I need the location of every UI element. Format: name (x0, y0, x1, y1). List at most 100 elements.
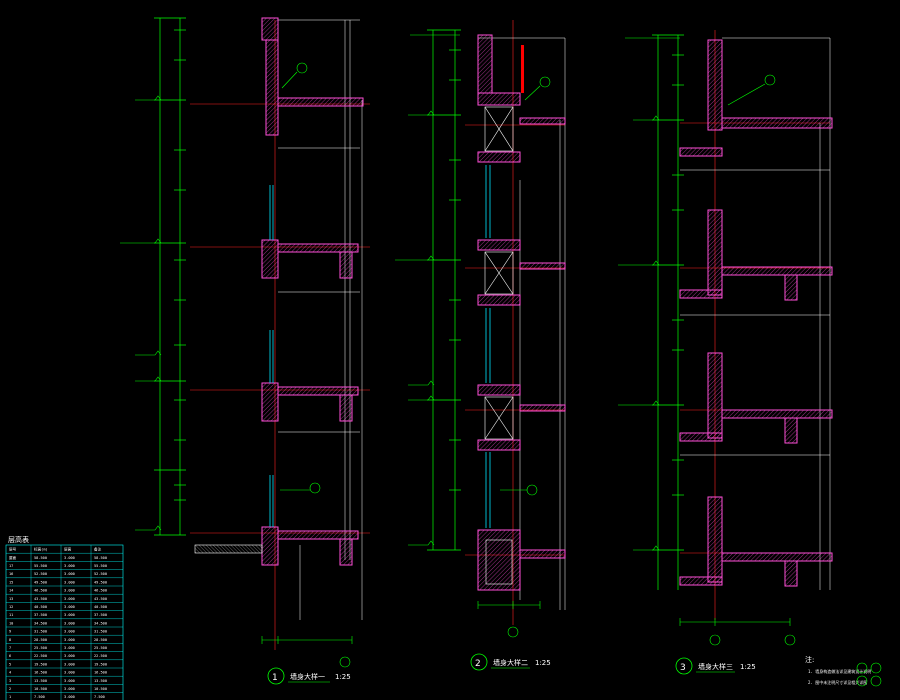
dimension-chain-left (154, 17, 186, 536)
table-border (5, 544, 124, 700)
table-cell: 16.500 (34, 671, 47, 675)
red-highlight-bar (521, 45, 524, 93)
table-cell: 13 (9, 597, 13, 601)
table-cell: 10.500 (34, 687, 47, 691)
section-2-number: 2 (475, 659, 481, 669)
note-item-2: 2. 图中未注明尺寸详见相关详图 (808, 679, 867, 685)
table-header-cell: 备注 (94, 547, 102, 552)
table-cell: 25.500 (94, 646, 107, 650)
table-title: 层高表 (8, 535, 29, 544)
table-cell: 3.000 (64, 671, 75, 675)
bottom-dimension (477, 601, 541, 638)
table-cell: 12 (9, 605, 13, 609)
table-cell: 3.000 (64, 564, 75, 568)
table-cell: 10.500 (94, 687, 107, 691)
ground-ledge (194, 544, 263, 554)
table-cell: 58.500 (34, 556, 47, 560)
notes-heading: 注: (805, 655, 814, 664)
table-cell: 28.500 (34, 638, 47, 642)
table-cell: 3.000 (64, 556, 75, 560)
table-cell: 3.000 (64, 646, 75, 650)
table-cell: 15 (9, 580, 13, 584)
table-cell: 13.500 (34, 679, 47, 683)
section-3: 3 墙身大样三 1:25 (618, 30, 833, 675)
table-cell: 13.500 (94, 679, 107, 683)
table-cell: 37.500 (94, 613, 107, 617)
note-item-1: 1. 墙身构造做法详见建筑设计说明 (808, 668, 871, 674)
section-1-title-block: 1 墙身大样一 1:25 (267, 667, 351, 685)
section-1-title: 墙身大样一 (290, 672, 325, 681)
level-marks (120, 95, 162, 531)
table-cell: 31.500 (94, 630, 107, 634)
table-cell: 3.000 (64, 605, 75, 609)
section-2: 2 墙身大样二 1:25 (395, 20, 566, 671)
table-header-cell: 标高(m) (34, 547, 48, 552)
section-2-scale: 1:25 (535, 659, 551, 667)
table-cell: 9 (9, 630, 11, 634)
section-3-scale: 1:25 (740, 663, 756, 671)
table-cell: 2 (9, 687, 11, 691)
table-cell: 40.500 (94, 605, 107, 609)
bottom-dimension (679, 618, 796, 646)
table-cell: 55.500 (94, 564, 107, 568)
bottom-dimension (261, 636, 353, 668)
window-boxes (484, 106, 514, 585)
table-cell: 1 (9, 695, 11, 699)
glass-lines (485, 165, 491, 528)
table-header-cell: 层高 (64, 547, 72, 552)
table-cell: 22.500 (34, 654, 47, 658)
table-cell: 46.500 (34, 589, 47, 593)
table-cell: 3.000 (64, 638, 75, 642)
table-cell: 6 (9, 654, 11, 658)
table-cell: 43.500 (34, 597, 47, 601)
table-cell: 3.000 (64, 687, 75, 691)
table-cell: 3.000 (64, 589, 75, 593)
section-1-number: 1 (272, 673, 278, 683)
section-2-title-block: 2 墙身大样二 1:25 (470, 653, 551, 671)
table-cell: 49.500 (94, 580, 107, 584)
outline-lines (680, 37, 831, 590)
table-cell: 3.000 (64, 621, 75, 625)
table-cell: 7 (9, 646, 11, 650)
table-cell: 3.000 (64, 613, 75, 617)
section-3-title: 墙身大样三 (698, 662, 733, 671)
table-header-cell: 层号 (9, 547, 17, 552)
table-cell: 7.500 (34, 695, 45, 699)
table-cell: 3.000 (64, 597, 75, 601)
table-cell: 52.500 (34, 572, 47, 576)
table-cell: 34.500 (94, 621, 107, 625)
table-cell: 10 (9, 621, 13, 625)
table-cell: 49.500 (34, 580, 47, 584)
table-cell: 22.500 (94, 654, 107, 658)
dimension-chain-left (652, 34, 684, 590)
table-cell: 3.000 (64, 630, 75, 634)
section-1-scale: 1:25 (335, 673, 351, 681)
table-cell: 14 (9, 589, 13, 593)
wall-elements (679, 39, 833, 587)
table-cell: 3.000 (64, 695, 75, 699)
table-cell: 3.000 (64, 654, 75, 658)
callouts (280, 62, 321, 494)
level-marks (395, 34, 460, 546)
level-marks (618, 37, 680, 551)
callouts (727, 74, 776, 106)
table-cell: 7.500 (94, 695, 105, 699)
table-cell: 34.500 (34, 621, 47, 625)
table-cell: 19.500 (94, 662, 107, 666)
table-cell: 31.500 (34, 630, 47, 634)
table-cell: 55.500 (34, 564, 47, 568)
table-cell: 3.000 (64, 662, 75, 666)
outline-lines (278, 19, 363, 620)
table-cell: 37.500 (34, 613, 47, 617)
table-cell: 25.500 (34, 646, 47, 650)
table-cell: 4 (9, 671, 11, 675)
table-cell: 19.500 (34, 662, 47, 666)
table-cell: 16.500 (94, 671, 107, 675)
table-cell: 3.000 (64, 679, 75, 683)
section-3-number: 3 (680, 663, 686, 673)
table-cell: 3 (9, 679, 11, 683)
table-cell: 5 (9, 662, 11, 666)
